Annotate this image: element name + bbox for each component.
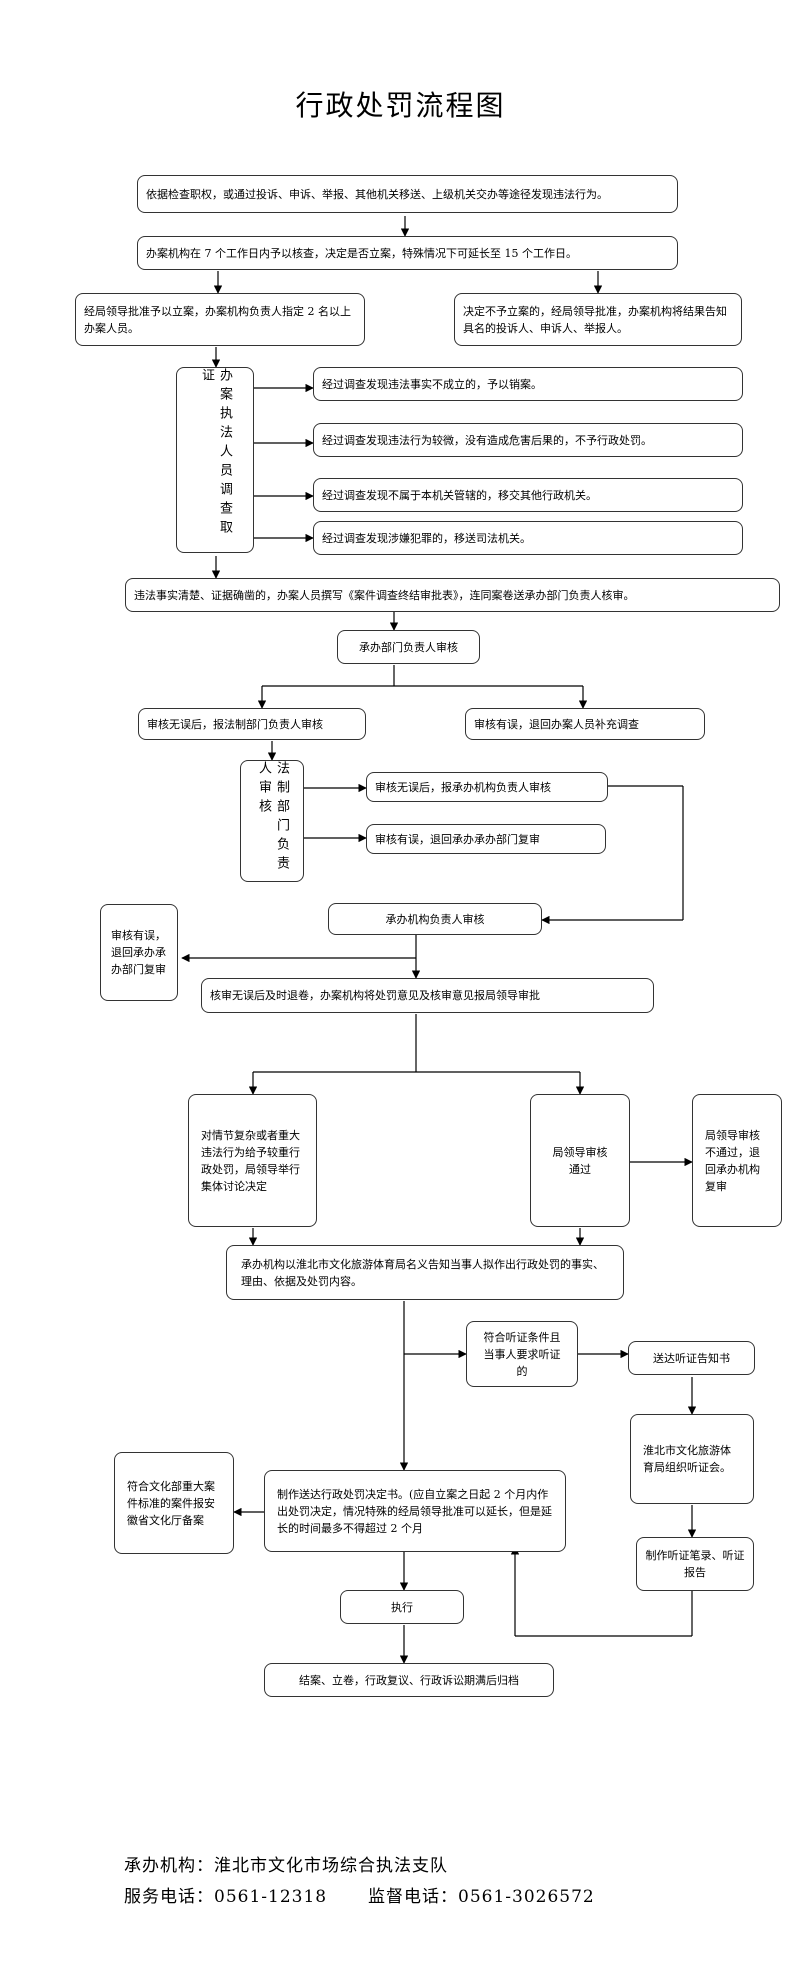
footer-service-phone: 服务电话：0561-12318	[124, 1887, 328, 1907]
footer-org: 承办机构：淮北市文化市场综合执法支队	[124, 1856, 448, 1876]
step-back-dept: 审核有误，退回承办承办部门复审	[366, 824, 606, 854]
result-transfer-agency: 经过调查发现不属于本机关管辖的，移交其他行政机关。	[313, 478, 743, 512]
step-file-record: 符合文化部重大案件标准的案件报安徽省文化厅备案	[114, 1452, 234, 1554]
step-penalty-decision: 制作送达行政处罚决定书。(应自立案之日起 2 个月内作出处罚决定，情况特殊的经局…	[264, 1470, 566, 1552]
step-hearing-record: 制作听证笔录、听证报告	[636, 1537, 754, 1591]
result-transfer-judicial: 经过调查发现涉嫌犯罪的，移送司法机关。	[313, 521, 743, 555]
step-collective-decision: 对情节复杂或者重大违法行为给予较重行政处罚，局领导举行集体讨论决定	[188, 1094, 317, 1227]
step-leader-pass: 局领导审核通过	[530, 1094, 630, 1227]
step-leader-approval: 核审无误后及时退卷，办案机构将处罚意见及核审意见报局领导审批	[201, 978, 654, 1013]
step-hearing-notice: 送达听证告知书	[628, 1341, 755, 1375]
step-notify-party: 承办机构以淮北市文化旅游体育局名义告知当事人拟作出行政处罚的事实、理由、依据及处…	[226, 1245, 624, 1300]
step-file-case: 经局领导批准予以立案，办案机构负责人指定 2 名以上办案人员。	[75, 293, 365, 346]
result-no-penalty: 经过调查发现违法行为较微，没有造成危害后果的，不予行政处罚。	[313, 423, 743, 457]
legal-review-box: 法制部门负责人审核	[240, 760, 304, 882]
page-title: 行政处罚流程图	[295, 89, 506, 122]
step-to-agency-head: 审核无误后，报承办机构负责人审核	[366, 772, 608, 802]
legal-review-text: 法制部门负责人审核	[256, 761, 289, 875]
step-back-investigate: 审核有误，退回办案人员补充调查	[465, 708, 705, 740]
step-leader-fail: 局领导审核不通过，退回承办机构复审	[692, 1094, 782, 1227]
step-hearing-meeting: 淮北市文化旅游体育局组织听证会。	[630, 1414, 754, 1504]
step-to-legal: 审核无误后，报法制部门负责人审核	[138, 708, 366, 740]
step-discover: 依据检查职权，或通过投诉、申诉、举报、其他机关移送、上级机关交办等途径发现违法行…	[137, 175, 678, 213]
step-hearing-eligible: 符合听证条件且当事人要求听证的	[466, 1321, 578, 1387]
step-verify: 办案机构在 7 个工作日内予以核查，决定是否立案，特殊情况下可延长至 15 个工…	[137, 236, 678, 270]
step-agency-back: 审核有误，退回承办承办部门复审	[100, 904, 178, 1001]
step-agency-review: 承办机构负责人审核	[328, 903, 542, 935]
result-cancel-case: 经过调查发现违法事实不成立的，予以销案。	[313, 367, 743, 401]
investigation-box: 办案执法人员调查取证	[176, 367, 254, 553]
step-no-case: 决定不予立案的，经局领导批准，办案机构将结果告知具名的投诉人、申诉人、举报人。	[454, 293, 742, 346]
step-execute: 执行	[340, 1590, 464, 1624]
step-dept-review: 承办部门负责人审核	[337, 630, 480, 664]
step-close-archive: 结案、立卷，行政复议、行政诉讼期满后归档	[264, 1663, 554, 1697]
investigation-text: 办案执法人员调查取证	[199, 368, 232, 539]
step-investigation-report: 违法事实清楚、证据确凿的，办案人员撰写《案件调查终结审批表》，连同案卷送承办部门…	[125, 578, 780, 612]
footer-supervise-phone: 监督电话：0561-3026572	[368, 1887, 595, 1907]
